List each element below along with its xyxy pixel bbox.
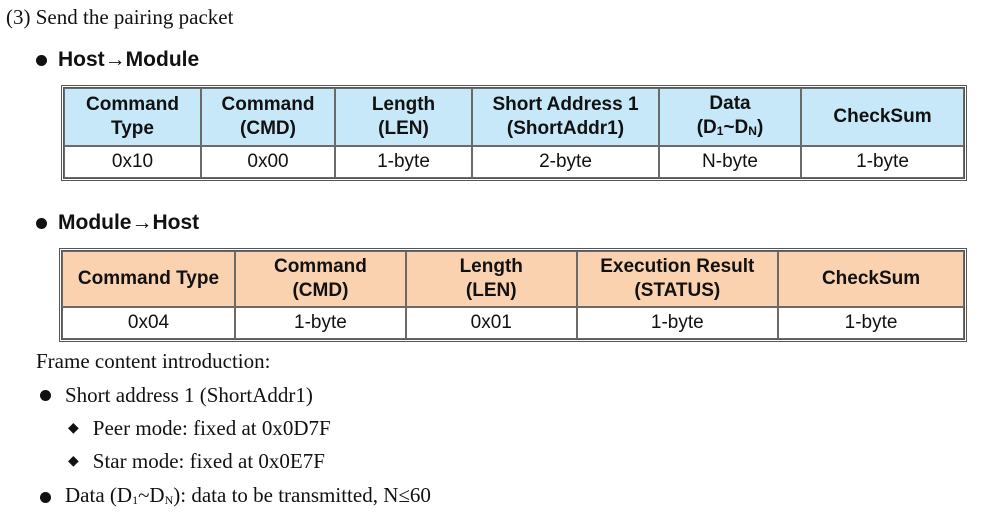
table-cell: 1-byte [801,146,964,178]
table-cell: 1-byte [234,307,406,339]
table-cell: 0x00 [201,146,335,178]
section-title: (3) Send the pairing packet [6,5,234,29]
list-item: ◆ Star mode: fixed at 0x0E7F [68,448,325,474]
diamond-bullet-icon: ◆ [68,453,79,469]
module-to-host-table: Command Type Command(CMD) Length(LEN) Ex… [59,248,967,342]
module-to-host-heading-text: Module→Host [58,211,200,234]
header-checksum: CheckSum [778,251,964,307]
list-item: Data (D1~DN): data to be transmitted, N≤… [40,482,431,513]
list-item: Short address 1 (ShortAddr1) [40,382,313,408]
table-cell: 1-byte [778,307,964,339]
table-cell: 2-byte [472,146,659,178]
list-item-text: Star mode: fixed at 0x0E7F [92,449,325,473]
header-checksum: CheckSum [801,88,964,146]
host-to-module-heading-text: Host→Module [58,48,200,71]
bullet-dot-icon [40,389,51,401]
list-item-text: Data (D1~DN): data to be transmitted, N≤… [65,483,431,507]
header-command: Command(CMD) [201,88,335,146]
frame-intro-title: Frame content introduction: [36,349,271,373]
table-cell: 0x04 [62,307,235,339]
header-execution-result: Execution Result(STATUS) [576,251,779,307]
header-length: Length(LEN) [405,251,577,307]
list-item-text: Short address 1 (ShortAddr1) [65,383,313,407]
table-cell: 0x10 [64,146,201,178]
list-item: ◆ Peer mode: fixed at 0x0D7F [68,415,331,441]
header-data: Data(D1~DN) [659,88,801,146]
table-cell: N-byte [659,146,801,178]
header-command: Command(CMD) [234,251,406,307]
host-to-module-heading: Host→Module [36,47,199,73]
bullet-dot-icon [36,217,47,229]
table-header-row: Command Type Command(CMD) Length(LEN) Ex… [62,251,964,307]
table-cell: 1-byte [335,146,472,178]
diamond-bullet-icon: ◆ [68,420,79,436]
module-to-host-heading: Module→Host [36,210,199,236]
bullet-dot-icon [40,492,51,503]
table-row: 0x04 1-byte 0x01 1-byte 1-byte [62,307,964,339]
bullet-dot-icon [36,54,47,66]
table-cell: 1-byte [576,307,779,339]
header-command-type: Command Type [62,251,235,307]
header-short-address: Short Address 1(ShortAddr1) [472,88,659,146]
list-item-text: Peer mode: fixed at 0x0D7F [92,416,331,440]
header-length: Length(LEN) [335,88,472,146]
table-cell: 0x01 [405,307,577,339]
table-row: 0x10 0x00 1-byte 2-byte N-byte 1-byte [64,146,964,178]
